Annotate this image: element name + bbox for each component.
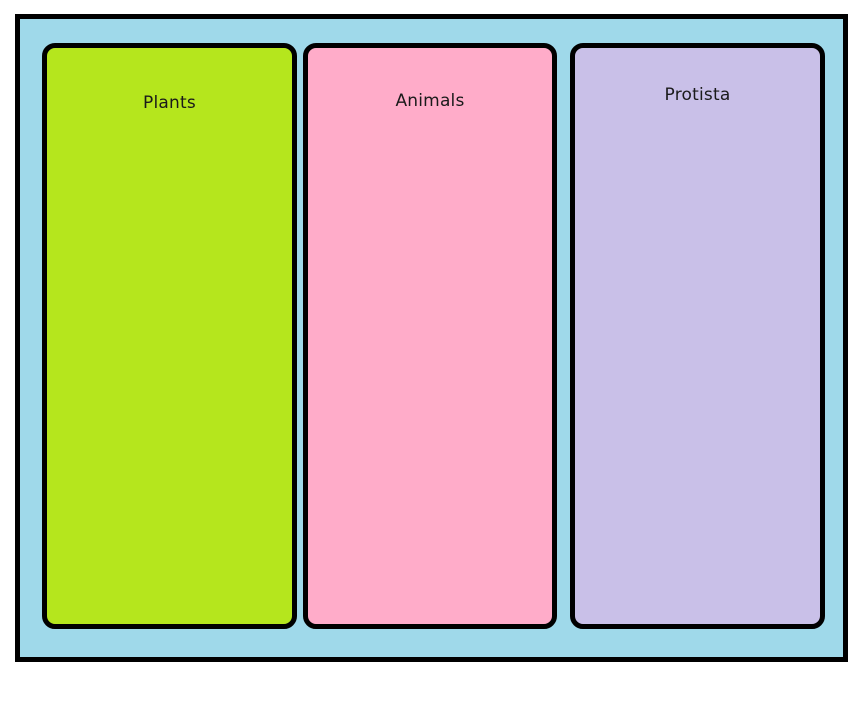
outer-frame: Plants Animals Protista (15, 14, 848, 662)
columns-row: Plants Animals Protista (42, 43, 831, 629)
category-column-label-plants: Plants (143, 93, 196, 113)
category-column-protista[interactable]: Protista (570, 43, 825, 629)
category-column-label-protista: Protista (664, 85, 731, 105)
category-column-animals[interactable]: Animals (303, 43, 557, 629)
category-column-plants[interactable]: Plants (42, 43, 297, 629)
category-column-label-animals: Animals (395, 91, 465, 111)
